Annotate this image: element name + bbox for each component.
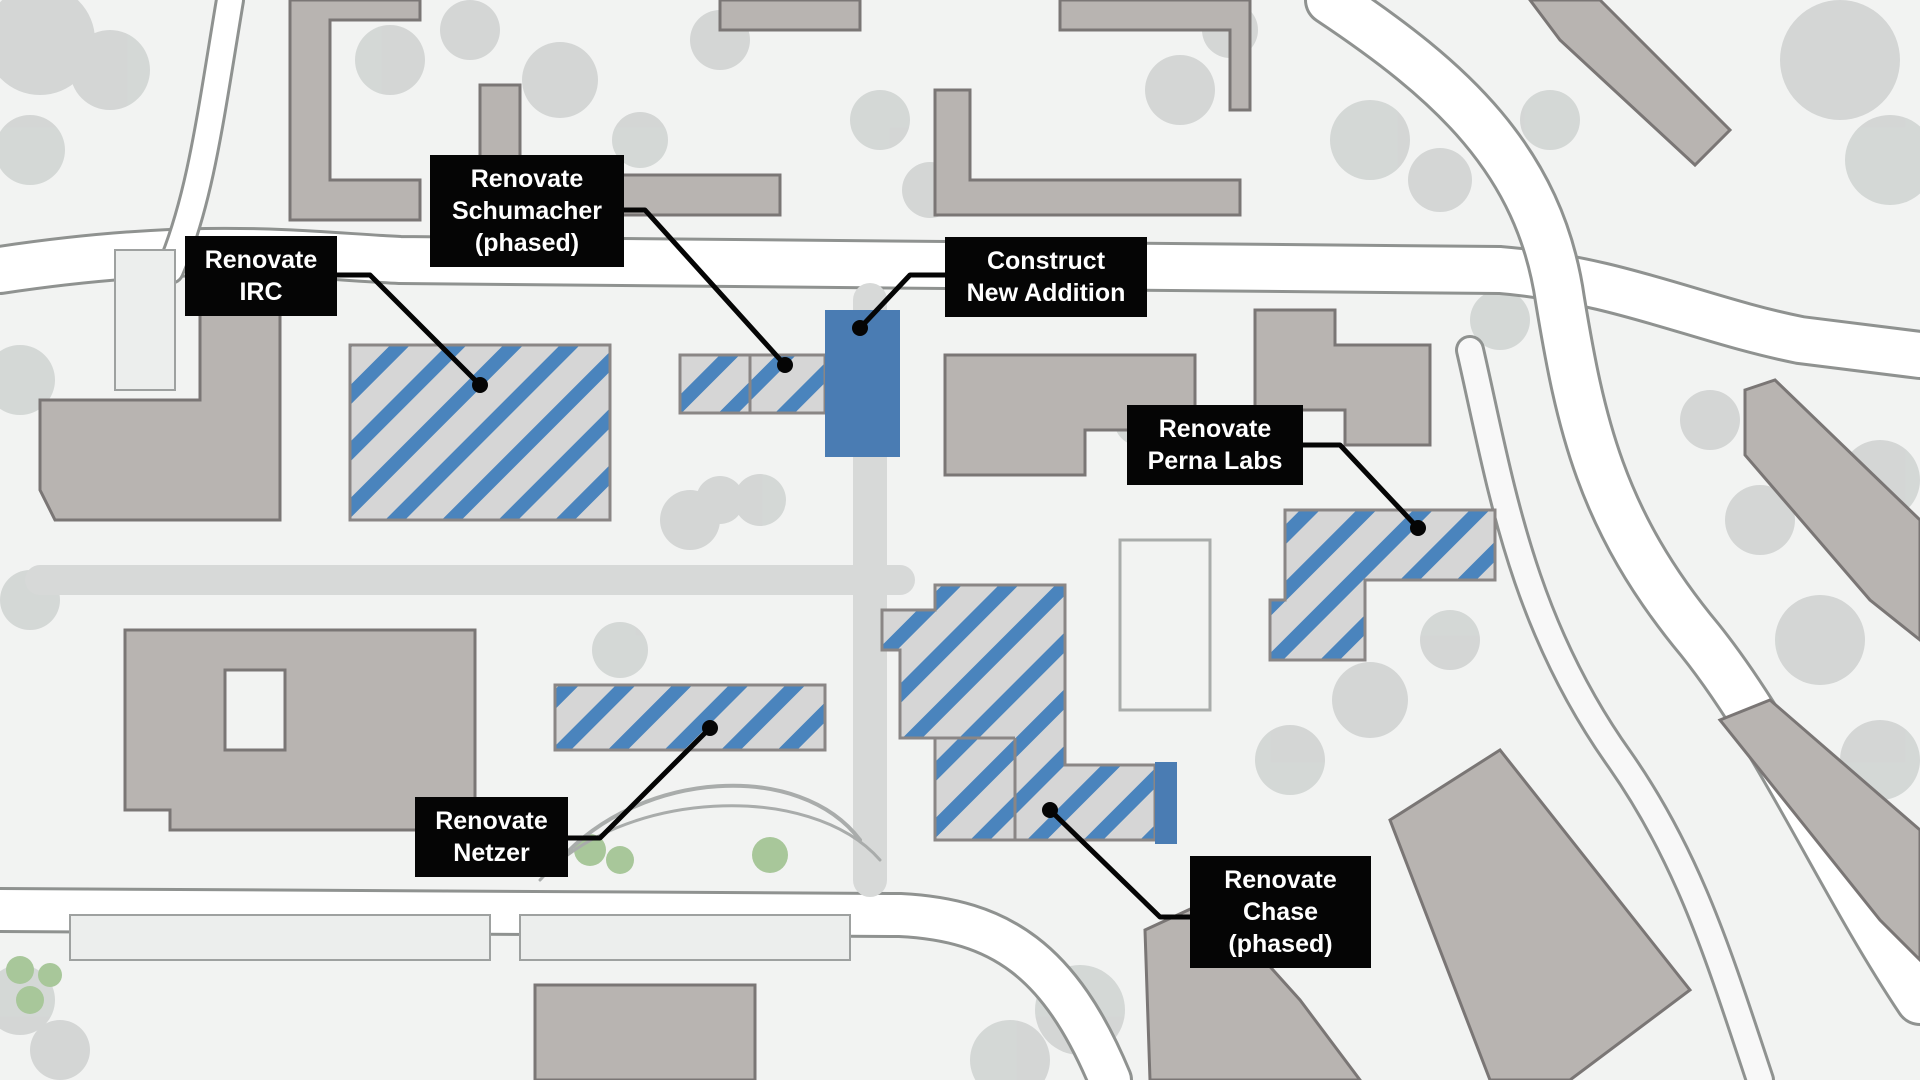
callout-perna-line-2: Perna Labs (1147, 447, 1283, 475)
callout-chase-line-1: Renovate (1224, 866, 1337, 894)
callout-schumacher-line-1: Renovate (470, 165, 584, 193)
green-trees (6, 834, 788, 1014)
courtyard (223, 668, 287, 752)
chase-annex (1155, 762, 1177, 844)
callout-perna: Renovate Perna Labs (1127, 405, 1303, 485)
schumacher-building[interactable] (678, 353, 827, 415)
parking-lots (69, 249, 851, 961)
callout-schumacher: Renovate Schumacher (phased) (430, 155, 624, 267)
leader-endpoints (472, 320, 1426, 818)
callout-irc-line-2: IRC (239, 278, 283, 306)
callout-irc-line-1: Renovate (204, 246, 318, 274)
callout-netzer: Renovate Netzer (415, 797, 568, 877)
callout-schumacher-line-3: (phased) (474, 229, 580, 257)
callout-chase-line-2: Chase (1242, 898, 1319, 926)
leader-lines (335, 207, 1420, 920)
callout-schumacher-line-2: Schumacher (451, 197, 603, 225)
perna-building[interactable] (1268, 508, 1497, 662)
callout-new-addition: Construct New Addition (945, 237, 1147, 317)
callout-new-addition-line-1: Construct (986, 247, 1106, 275)
callout-perna-line-1: Renovate (1158, 415, 1272, 443)
plaza (1118, 538, 1212, 712)
callout-netzer-line-1: Renovate (435, 807, 548, 835)
callout-netzer-line-2: Netzer (453, 839, 530, 867)
callout-irc: Renovate IRC (185, 236, 337, 316)
callout-chase-line-3: (phased) (1228, 930, 1333, 958)
netzer-building[interactable] (553, 683, 827, 752)
callout-new-addition-line-2: New Addition (966, 279, 1126, 307)
irc-building[interactable] (348, 343, 612, 522)
renovation-buildings (348, 343, 1497, 842)
callout-chase: Renovate Chase (phased) (1190, 856, 1371, 968)
